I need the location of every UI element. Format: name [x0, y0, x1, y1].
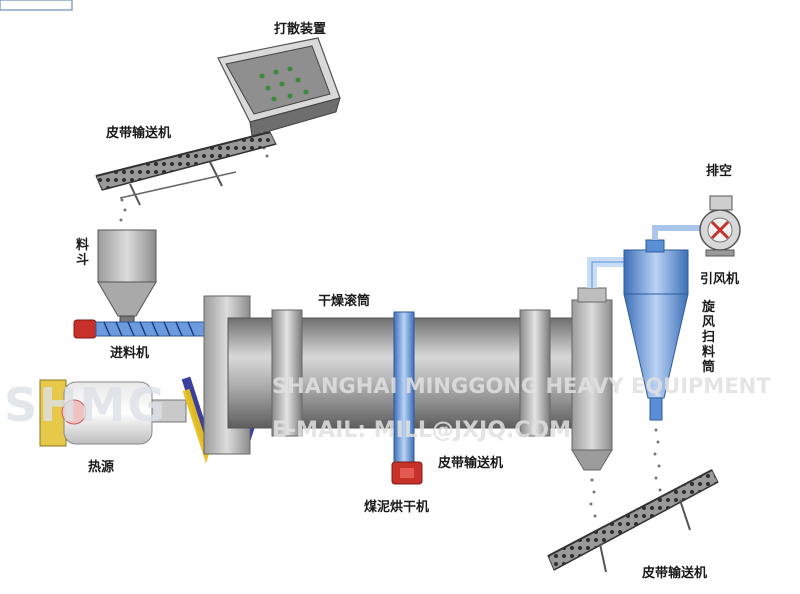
duct-pipe [587, 257, 626, 288]
belt-conveyor-bottom [547, 469, 719, 573]
cyclone [623, 239, 689, 421]
screw-feeder [73, 319, 209, 339]
label-conveyor-bottom: 皮带输送机 [642, 566, 708, 581]
label-exhaust: 排空 [706, 164, 733, 179]
watermark-company: SHANGHAI MINGGONG HEAVY EQUIPMENT [272, 374, 771, 398]
label-conveyor-middle: 皮带输送机 [438, 456, 504, 471]
drive-unit [391, 311, 423, 485]
fan-duct [652, 225, 700, 240]
induced-draft-fan [699, 195, 741, 257]
belt-conveyor-top [95, 131, 277, 206]
discharge-housing [571, 287, 613, 471]
label-screw-feeder: 进料机 [110, 346, 150, 361]
label-breaker: 打散装置 [274, 22, 327, 37]
material-stream-2 [119, 198, 127, 222]
label-dryer-name: 煤泥烘干机 [364, 500, 430, 515]
label-fan: 引风机 [700, 272, 740, 287]
label-cyclone: 旋风扫料筒 [702, 300, 716, 375]
frame-corner [0, 0, 73, 11]
label-hopper: 料斗 [76, 238, 90, 268]
label-heat-source: 热源 [88, 460, 115, 475]
material-stream-3 [589, 428, 662, 518]
heat-source [39, 379, 187, 447]
breaker-device [217, 37, 341, 137]
label-drum: 干燥滚筒 [318, 294, 371, 309]
hopper [97, 229, 157, 325]
label-conveyor-top: 皮带输送机 [106, 126, 172, 141]
watermark-logo: SHMG [4, 378, 168, 432]
watermark-email: E-MAIL: MILL@JXJQ.COM [272, 418, 571, 443]
